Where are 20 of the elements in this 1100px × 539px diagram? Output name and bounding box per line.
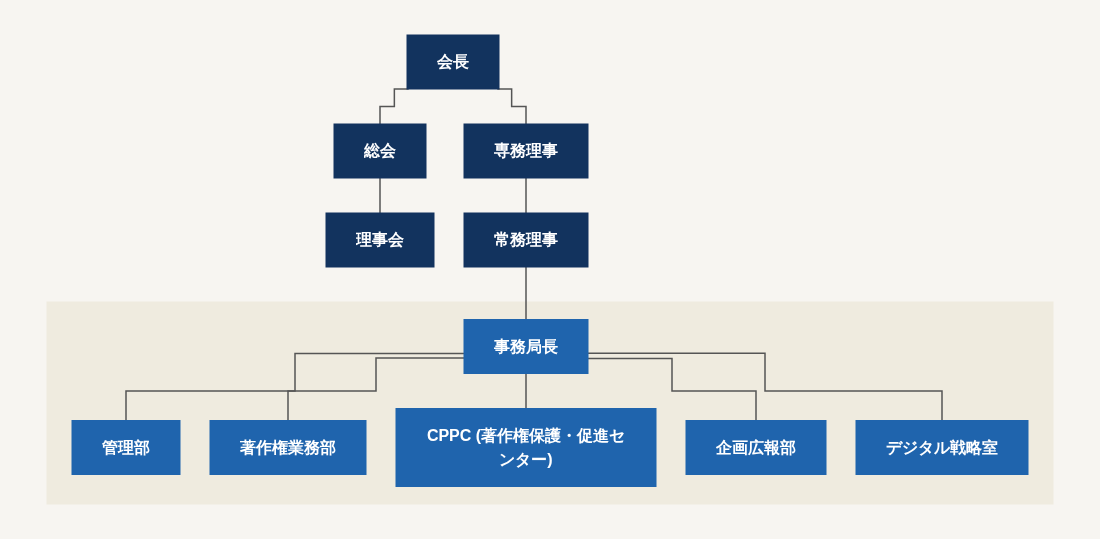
connector [525,177,527,214]
node-box: CPPC (著作権保護・促進センター) [395,408,657,487]
node-box: 会長 [406,34,500,90]
node-box: 常務理事 [463,212,589,268]
connector [587,352,943,422]
node-box: 専務理事 [463,123,589,179]
node-box: 管理部 [71,420,181,475]
connector [525,372,527,410]
connector [525,266,527,321]
connector [587,357,757,422]
node-box: デジタル戦略室 [855,420,1029,475]
node-box: 事務局長 [463,319,589,374]
connector [379,177,381,214]
node-box: 理事会 [325,212,435,268]
connector [287,357,465,422]
node-box: 著作権業務部 [209,420,367,475]
connector [125,352,465,422]
node-box: 企画広報部 [685,420,827,475]
cluster [46,301,1054,505]
node-box: 総会 [333,123,427,179]
